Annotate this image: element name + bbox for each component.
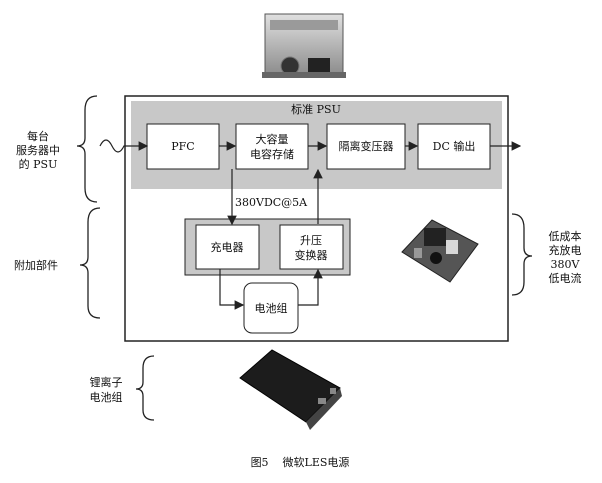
label-server-psu-2: 服务器中 [16, 144, 60, 157]
brace-addon [79, 207, 101, 319]
label-li-battery-1: 锂离子 [90, 375, 123, 389]
label-low-cost-4: 低电流 [549, 271, 582, 285]
psu-photo [262, 13, 346, 78]
dc-out-block [417, 123, 491, 170]
isolation-block [326, 123, 406, 170]
label-server-psu-1: 每台 [27, 129, 49, 143]
label-addon: 附加部件 [14, 258, 58, 272]
boost-label-1: 升压 [300, 234, 322, 247]
battery-photo [239, 349, 342, 430]
boost-label-2: 变换器 [295, 248, 328, 262]
charger-label: 充电器 [211, 240, 244, 254]
bulk-label-1: 大容量 [256, 132, 289, 146]
ac-wave [99, 139, 149, 153]
link-battery-boost [298, 268, 323, 306]
boost-block [279, 224, 344, 270]
label-server-psu-3: 的 PSU [19, 157, 58, 171]
figure-caption: 图5 微软LES电源 [251, 455, 350, 469]
bus-label: 380VDC@5A [235, 196, 308, 209]
psu-title: 标准 PSU [291, 102, 341, 116]
label-low-cost-3: 380V [551, 258, 581, 271]
board-photo [401, 219, 479, 283]
bulk-label-2: 电容存储 [250, 147, 294, 161]
isolation-label: 隔离变压器 [339, 139, 394, 153]
brace-low-cost [511, 213, 533, 296]
label-low-cost-2: 充放电 [549, 243, 582, 257]
label-low-cost-1: 低成本 [549, 229, 582, 243]
brace-server-psu [76, 95, 98, 203]
pfc-label: PFC [171, 140, 194, 153]
dc-out-label: DC 输出 [433, 139, 476, 153]
label-li-battery-2: 电池组 [90, 390, 123, 404]
brace-li-battery [135, 355, 155, 421]
link-charger-battery [219, 269, 245, 310]
bulk-cap-block [235, 123, 309, 170]
battery-label: 电池组 [255, 301, 288, 315]
